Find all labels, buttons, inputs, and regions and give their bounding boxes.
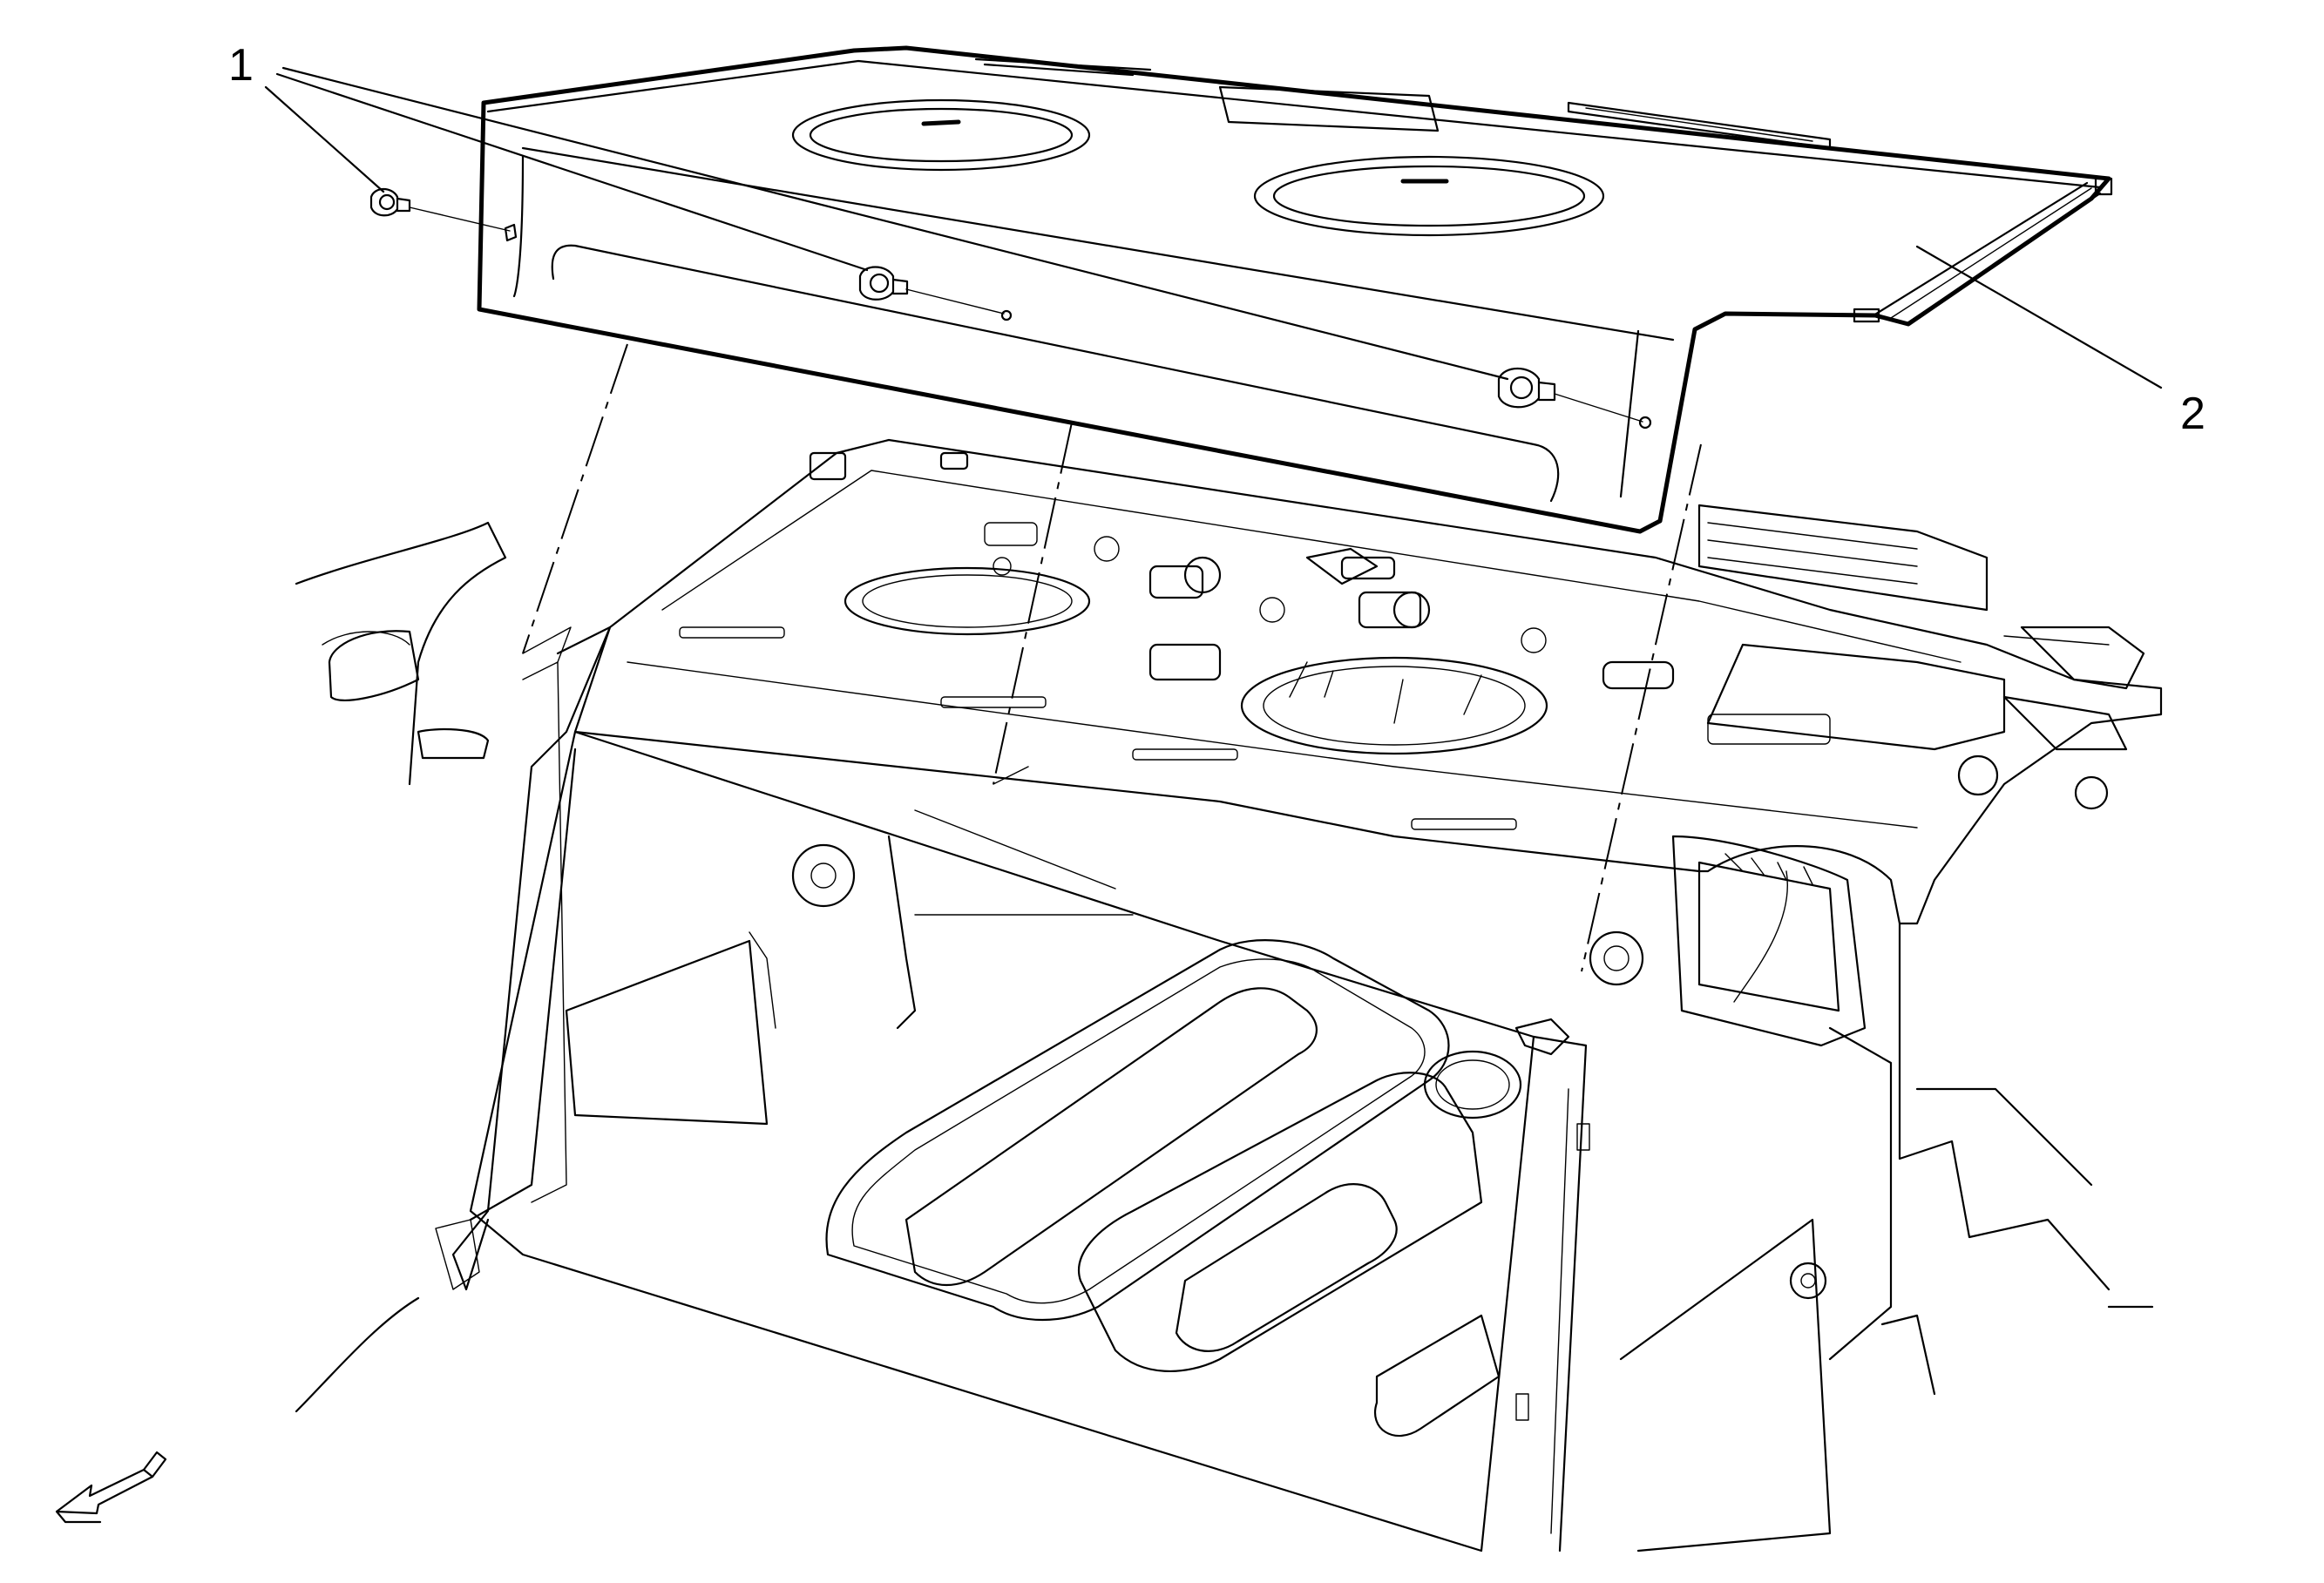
arrow-front-icon: [55, 1451, 167, 1524]
rear-shelf-trim-panel: [477, 45, 2113, 534]
callout-2: 2: [1915, 245, 2205, 439]
leader-line-1c: [281, 66, 1509, 381]
left-side-panel: [451, 626, 612, 1291]
floor-pan-left: [825, 939, 1450, 1322]
push-pin-retainers: [369, 187, 1556, 409]
trim-panel-outline: [477, 45, 2111, 534]
trunk-floor: [469, 730, 1535, 1553]
callout-label-2: 2: [2180, 389, 2205, 439]
retainer-right: [1497, 368, 1556, 409]
left-speaker-grille: [791, 98, 1091, 172]
callout-label-1: 1: [228, 40, 254, 91]
leader-line-1a: [264, 85, 385, 193]
leader-line-2: [1915, 245, 2163, 389]
left-quarter-panel: [295, 521, 507, 786]
callout-1: 1: [228, 40, 1509, 381]
retainer-middle: [858, 266, 909, 301]
installation-lines: [409, 206, 1702, 972]
right-speaker-grille: [1253, 155, 1605, 237]
right-bracket: [1671, 835, 1867, 1047]
rear-shelf-plate: [573, 438, 2163, 925]
retainer-left: [369, 187, 411, 217]
leader-line-1b: [275, 72, 869, 272]
vehicle-body: [295, 438, 2163, 1553]
